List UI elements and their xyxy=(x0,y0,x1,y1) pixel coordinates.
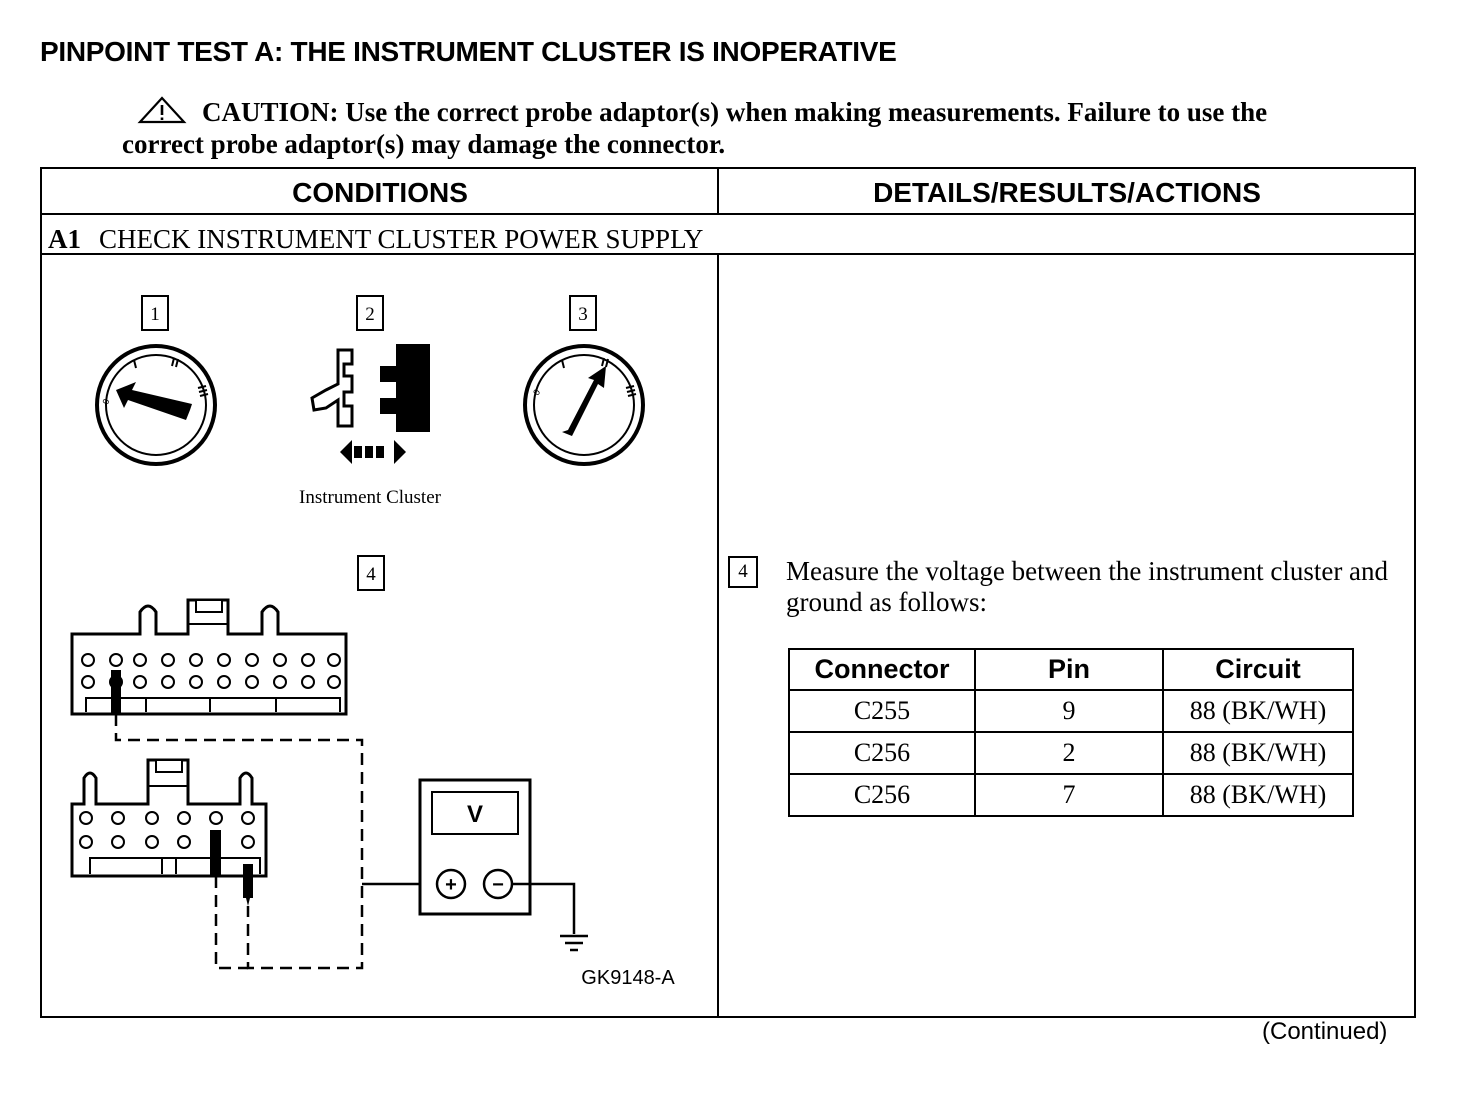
continued-note: (Continued) xyxy=(1262,1018,1388,1045)
col-header-pin: Pin xyxy=(974,648,1164,691)
meter-label: V xyxy=(467,801,483,828)
details-header: DETAILS/RESULTS/ACTIONS xyxy=(873,177,1261,208)
page-title: PINPOINT TEST A: THE INSTRUMENT CLUSTER … xyxy=(40,36,897,67)
conditions-header: CONDITIONS xyxy=(292,177,468,208)
table-header-row: Connector Pin Circuit xyxy=(788,648,1354,691)
cell-connector: C255 xyxy=(788,689,976,733)
svg-text:0: 0 xyxy=(531,388,542,397)
ignition-switch-icon: 0 xyxy=(95,344,217,466)
caution-text: CAUTION: Use the correct probe adaptor(s… xyxy=(122,97,1268,159)
step-box-1 xyxy=(141,295,169,331)
connector-disconnect-icon xyxy=(310,344,430,464)
cell-circuit: 88 (BK/WH) xyxy=(1162,689,1354,733)
connector-c255 xyxy=(70,598,348,716)
header-divider xyxy=(42,213,1414,215)
step-label-2: 2 xyxy=(365,304,375,325)
step-row: A1 CHECK INSTRUMENT CLUSTER POWER SUPPLY xyxy=(48,219,703,259)
step-label-3: 3 xyxy=(578,304,588,325)
measurement-table: Connector Pin Circuit C255 9 88 (BK/WH) … xyxy=(788,648,1354,817)
test-lead-wires xyxy=(114,714,364,970)
step-label-1: 1 xyxy=(150,304,160,325)
table-row: C256 7 88 (BK/WH) xyxy=(788,773,1354,817)
warning-triangle-icon xyxy=(137,96,187,124)
ignition-switch-icon: 0 xyxy=(523,344,645,466)
test-diagram: 1 2 3 4 0 Instrument Cluster 0 xyxy=(70,295,675,989)
col-header-circuit: Circuit xyxy=(1162,648,1354,691)
cell-connector: C256 xyxy=(788,731,976,775)
step4-text: Measure the voltage between the instrume… xyxy=(786,556,1389,617)
cell-pin: 2 xyxy=(974,731,1164,775)
step-title: CHECK INSTRUMENT CLUSTER POWER SUPPLY xyxy=(99,224,704,254)
table-row: C256 2 88 (BK/WH) xyxy=(788,731,1354,775)
column-divider xyxy=(717,254,719,1018)
connector-caption: Instrument Cluster xyxy=(299,487,442,508)
col-header-connector: Connector xyxy=(788,648,976,691)
cell-pin: 7 xyxy=(974,773,1164,817)
cell-circuit: 88 (BK/WH) xyxy=(1162,731,1354,775)
step4-box: 4 xyxy=(728,556,758,588)
table-row: C255 9 88 (BK/WH) xyxy=(788,689,1354,733)
ground-icon xyxy=(560,934,588,952)
cell-circuit: 88 (BK/WH) xyxy=(1162,773,1354,817)
step-box-2 xyxy=(356,295,384,331)
svg-text:0: 0 xyxy=(100,398,111,406)
caution-note: CAUTION: Use the correct probe adaptor(s… xyxy=(122,96,1342,160)
step-divider xyxy=(42,253,1414,255)
figure-id: GK9148-A xyxy=(581,967,675,989)
cell-pin: 9 xyxy=(974,689,1164,733)
step-label-4: 4 xyxy=(366,564,376,585)
step-number: A1 xyxy=(48,224,81,254)
meter-plus: + xyxy=(445,874,457,896)
pinpoint-test-table: CONDITIONS DETAILS/RESULTS/ACTIONS A1 CHE… xyxy=(40,167,1416,1018)
connector-c256 xyxy=(70,758,268,906)
step-box-3 xyxy=(569,295,597,331)
step-box-4 xyxy=(357,555,385,591)
voltmeter-icon: V + − xyxy=(418,778,532,916)
meter-minus: − xyxy=(492,874,504,896)
header-column-divider xyxy=(717,169,719,214)
cell-connector: C256 xyxy=(788,773,976,817)
